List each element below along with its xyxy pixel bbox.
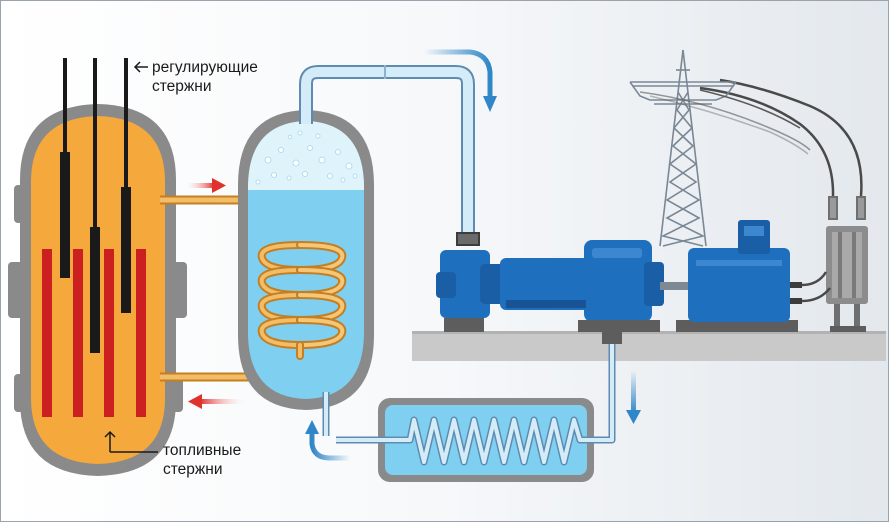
steam-flow-arrow	[424, 49, 497, 112]
arrow-down-icon	[483, 96, 497, 112]
label-pointers	[104, 61, 158, 453]
control-rods-label: регулирующие стержни	[152, 58, 258, 96]
transmission-wires	[639, 89, 811, 155]
condenser-coil	[336, 340, 616, 466]
turbine	[436, 240, 664, 332]
condensate-flow-arrows	[305, 370, 641, 461]
steam-space	[248, 121, 364, 190]
fuel-rods	[42, 249, 146, 417]
arrow-right-icon	[212, 178, 226, 193]
fuel-rod	[104, 249, 114, 417]
steam-pipe	[299, 65, 480, 246]
turbine-shaft	[660, 282, 690, 290]
heat-flow-arrows	[184, 178, 248, 409]
generator	[676, 220, 802, 332]
control-rods-label-line2: стержни	[152, 78, 212, 95]
fuel-rod	[73, 249, 83, 417]
control-rods-label-line1: регулирующие	[152, 59, 258, 76]
arrow-down-icon	[626, 410, 641, 424]
power-cables	[699, 78, 863, 303]
power-pylon	[629, 49, 737, 247]
arrow-up-icon	[305, 420, 319, 434]
control-rod	[60, 152, 70, 278]
fuel-rods-label: топливные стержни	[163, 441, 241, 479]
base-platform	[412, 331, 886, 361]
fuel-rods-label-line2: стержни	[163, 461, 223, 478]
arrow-left-icon	[188, 394, 202, 409]
control-rod	[121, 187, 131, 313]
fuel-rod	[136, 249, 146, 417]
steam-generator	[238, 110, 374, 410]
transformer	[826, 196, 868, 332]
fuel-rod	[42, 249, 52, 417]
control-rods	[60, 58, 131, 353]
fuel-rods-label-line1: топливные	[163, 442, 242, 459]
condenser-inlet-flange	[602, 332, 622, 344]
control-rod	[90, 227, 100, 353]
